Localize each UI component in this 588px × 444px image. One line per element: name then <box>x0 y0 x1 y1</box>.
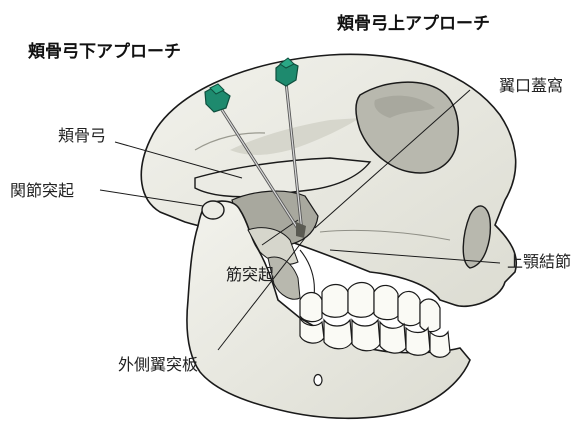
label-condylar-process: 関節突起 <box>10 183 74 199</box>
label-zygomatic-arch: 頬骨弓 <box>58 128 106 144</box>
condylar-process <box>202 201 224 219</box>
label-coronoid-process: 筋突起 <box>226 267 274 283</box>
label-suprazygomatic-approach: 頬骨弓上アプローチ <box>337 16 490 33</box>
label-pterygopalatine-fossa: 翼口蓋窩 <box>499 78 563 94</box>
label-maxillary-tuberosity: 上顎結節 <box>507 254 571 270</box>
label-infrazygomatic-approach: 頬骨弓下アプローチ <box>28 44 181 61</box>
label-lateral-pterygoid-plate: 外側翼突板 <box>118 357 198 373</box>
